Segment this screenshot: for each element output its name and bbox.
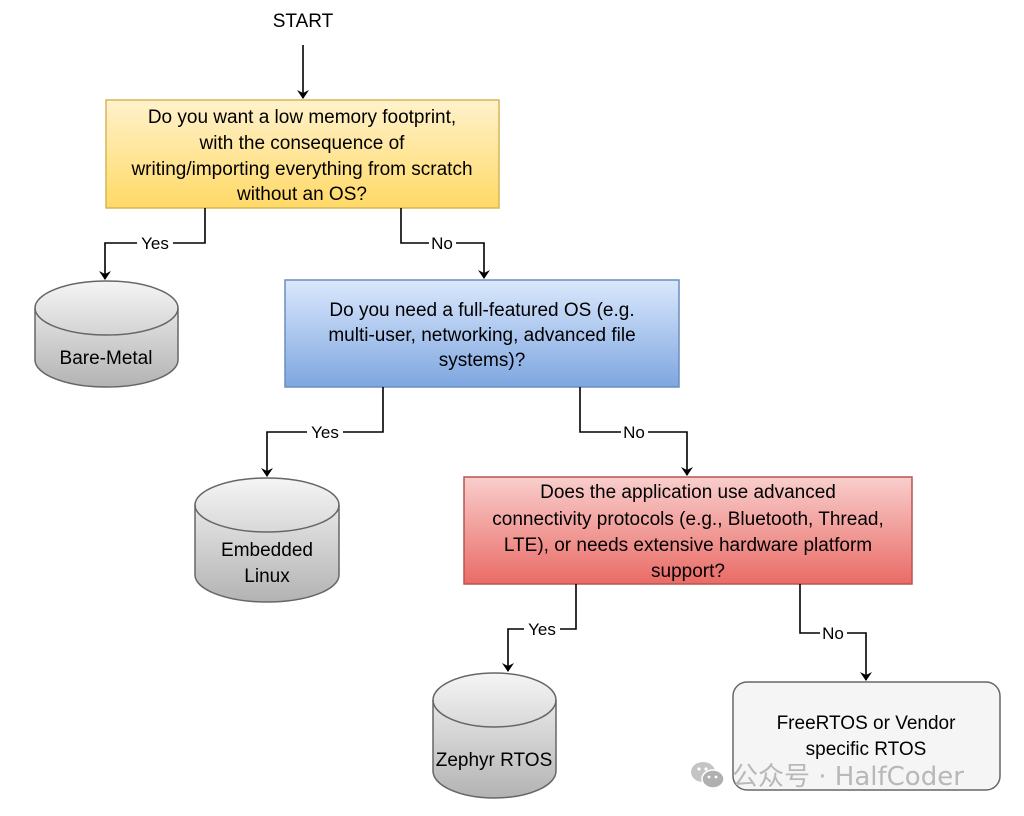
- svg-text:writing/importing everything f: writing/importing everything from scratc…: [130, 159, 472, 180]
- svg-text:Do you want a low memory footp: Do you want a low memory footprint,: [148, 107, 456, 128]
- outcome-embedded-linux: Embedded Linux: [194, 477, 340, 603]
- edge-label-yes: Yes: [528, 620, 556, 639]
- svg-text:specific RTOS: specific RTOS: [806, 739, 927, 760]
- question-advanced-connectivity: Does the application use advanced connec…: [463, 476, 913, 585]
- watermark-text: 公众号 · HalfCoder: [732, 762, 964, 792]
- svg-text:multi-user, networking, advanc: multi-user, networking, advanced file: [328, 325, 635, 346]
- edge-label-yes: Yes: [311, 423, 339, 442]
- edge-label-no: No: [431, 234, 453, 253]
- svg-text:systems)?: systems)?: [439, 350, 526, 371]
- svg-text:Do you need a full-featured OS: Do you need a full-featured OS (e.g.: [329, 300, 634, 321]
- svg-text:Zephyr RTOS: Zephyr RTOS: [436, 750, 553, 771]
- wechat-icon: [691, 761, 725, 789]
- edge-label-no: No: [822, 624, 844, 643]
- svg-text:with the consequence of: with the consequence of: [199, 133, 406, 154]
- svg-text:support?: support?: [651, 561, 725, 582]
- outcome-zephyr-rtos: Zephyr RTOS: [432, 672, 557, 799]
- outcome-freertos: FreeRTOS or Vendor specific RTOS: [732, 681, 1001, 791]
- svg-text:Does the application use advan: Does the application use advanced: [540, 482, 836, 503]
- svg-text:FreeRTOS or Vendor: FreeRTOS or Vendor: [777, 713, 957, 734]
- watermark: 公众号 · HalfCoder: [690, 756, 964, 793]
- svg-text:Bare-Metal: Bare-Metal: [60, 348, 153, 369]
- edge-label-no: No: [623, 423, 645, 442]
- question-low-memory: Do you want a low memory footprint, with…: [105, 99, 500, 209]
- start-label: START: [273, 11, 334, 32]
- svg-text:without an OS?: without an OS?: [236, 184, 367, 205]
- outcome-bare-metal: Bare-Metal: [34, 280, 179, 388]
- question-full-featured-os: Do you need a full-featured OS (e.g. mul…: [284, 279, 680, 388]
- svg-text:connectivity protocols (e.g.,: connectivity protocols (e.g., Bluetooth,…: [492, 509, 883, 530]
- svg-text:Embedded: Embedded: [221, 540, 313, 561]
- edge-label-yes: Yes: [141, 234, 169, 253]
- svg-text:Linux: Linux: [244, 566, 290, 587]
- svg-text:LTE), or needs extensive hardw: LTE), or needs extensive hardware platfo…: [504, 535, 872, 556]
